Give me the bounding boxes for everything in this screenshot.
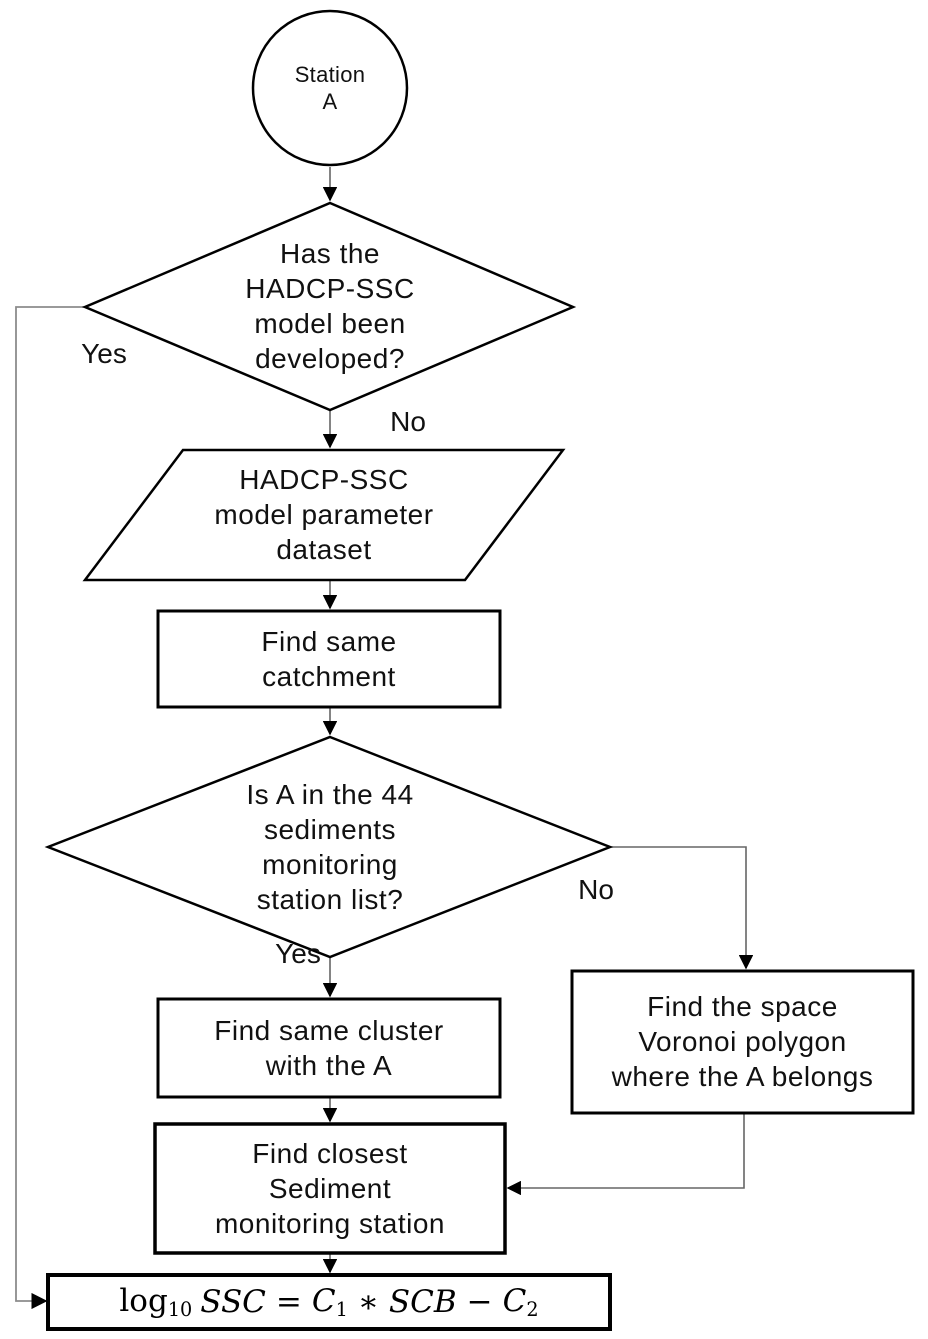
decision1-yes-label: Yes [81,338,127,369]
formula-log: log10 [119,1283,193,1321]
formula-coef2: C2 [502,1283,539,1321]
cluster-box [156,997,502,1099]
connector-decision2-voronoi [610,846,754,970]
decision2-diamond [44,735,614,959]
formula-var: SCB [388,1284,457,1320]
catchment-box [156,609,502,709]
catchment-label: Find same catchment [261,626,397,692]
decision1-diamond [81,201,577,412]
start-node-label: Station A [294,62,366,114]
decision2-yes-label: Yes [275,938,321,969]
dataset-label: HADCP-SSC model parameter dataset [214,464,434,565]
formula-coef1: C1 [311,1283,348,1321]
closest-label: Find closest Sediment monitoring station [214,1138,445,1239]
cluster-label: Find same cluster with the A [214,1015,444,1081]
formula-minus: − [466,1284,493,1320]
connector-yes-decision1-formula [15,306,85,1310]
closest-box [153,1122,507,1255]
decision1-label: Has the HADCP-SSC model been developed? [245,238,415,374]
dataset-parallelogram [82,448,566,582]
decision2-no-label: No [578,874,614,905]
connector-voronoi-closest [506,1113,745,1196]
formula-operator: ∗ [357,1284,379,1320]
formula-box [46,1273,612,1331]
voronoi-label: Find the space Voronoi polygon where the… [611,991,874,1092]
decision2-label: Is A in the 44 sediments monitoring stat… [246,779,414,915]
formula-lhs: SSC [200,1284,266,1320]
start-node-circle [251,9,409,167]
formula-equals: = [275,1284,302,1320]
decision1-no-label: No [390,406,426,437]
voronoi-box [570,969,915,1115]
